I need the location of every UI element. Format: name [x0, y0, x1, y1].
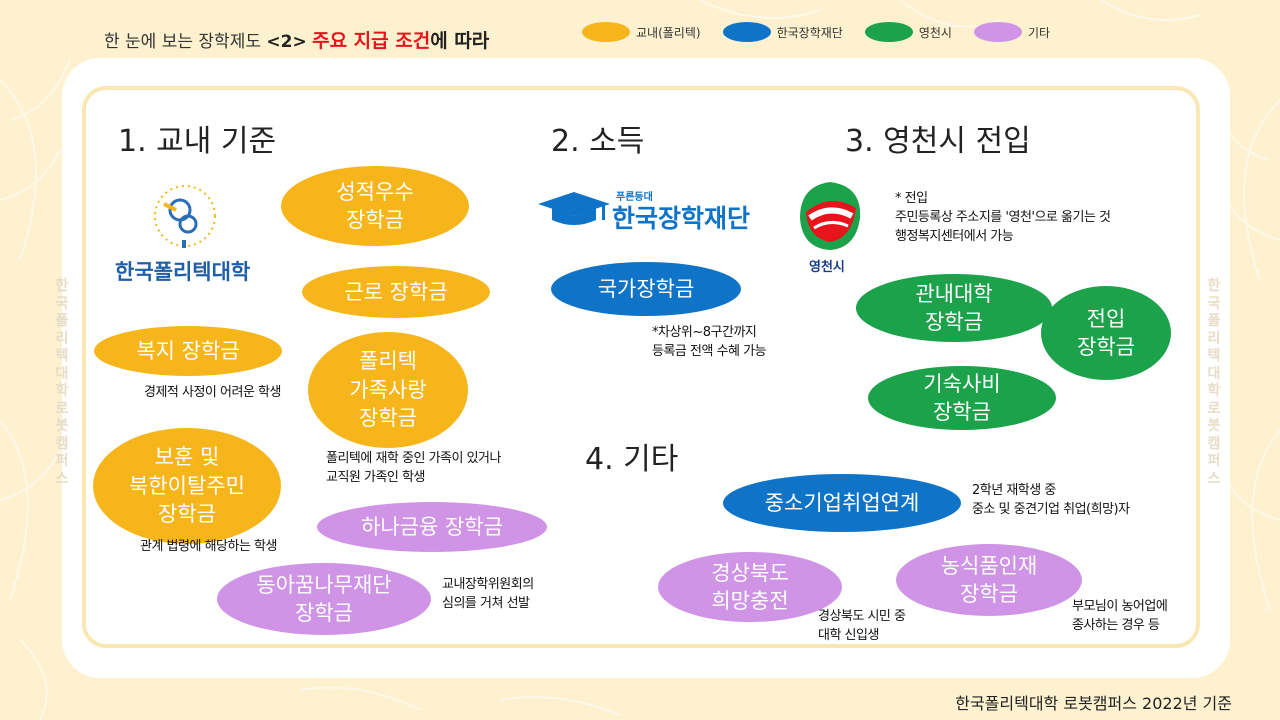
legend-item-other: 기타 — [973, 22, 1051, 42]
section-title-other: 4. 기타 — [585, 442, 679, 477]
note-family: 폴리텍에 재학 중인 가족이 있거나 교직원 가족인 학생 — [326, 451, 501, 485]
bubble-work-scholarship: 근로 장학금 — [302, 266, 490, 318]
bubble-agri-scholarship: 농식품인재 장학금 — [896, 544, 1082, 616]
side-watermark-left: 한국폴리텍대학로봇캠퍼스 — [55, 278, 69, 487]
legend-label: 영천시 — [918, 25, 952, 40]
legend-item-yeongcheon: 영천시 — [864, 22, 952, 42]
bubble-gyeongbuk-scholarship: 경상북도 희망충전 — [658, 552, 842, 622]
graduation-cap-icon — [538, 192, 610, 225]
bubble-dorm-scholarship: 기숙사비 장학금 — [868, 366, 1056, 430]
polytech-logo-text: 한국폴리텍대학 — [115, 260, 251, 284]
yeongcheon-logo-text: 영천시 — [809, 260, 845, 275]
legend-swatch-purple — [973, 22, 1022, 42]
bubble-sme-scholarship: 중소기업취업연계 — [723, 474, 961, 532]
note-move-in: * 전입 주민등록상 주소지를 '영천'으로 옮기는 것 행정복지센터에서 가능 — [895, 191, 1111, 244]
section-title-income: 2. 소득 — [551, 124, 645, 159]
legend-swatch-green — [864, 22, 913, 42]
content-panel-border — [82, 86, 1200, 648]
polytech-logo-icon — [154, 185, 216, 248]
page-header: 한 눈에 보는 장학제도 <2> 주요 지급 조건에 따라 — [104, 26, 489, 53]
bubble-veterans-scholarship: 보훈 및 북한이탈주민 장학금 — [93, 428, 281, 544]
section-title-campus: 1. 교내 기준 — [118, 124, 277, 159]
legend-swatch-yellow — [582, 22, 630, 42]
bubble-local-univ-scholarship: 관내대학 장학금 — [856, 274, 1052, 342]
legend-item-kosaf: 한국장학재단 — [722, 22, 843, 42]
legend-item-campus: 교내(폴리텍) — [582, 22, 701, 42]
legend-label: 교내(폴리텍) — [636, 25, 701, 40]
legend: 교내(폴리텍) 한국장학재단 영천시 기타 — [582, 22, 1072, 42]
note-agri: 부모님이 농어업에 종사하는 경우 등 — [1072, 599, 1168, 633]
footer-caption: 한국폴리텍대학 로봇캠퍼스 2022년 기준 — [955, 694, 1232, 713]
note-dongah: 교내장학위원회의 심의를 거쳐 선발 — [442, 577, 534, 611]
header-prefix: 한 눈에 보는 장학제도 — [104, 32, 267, 52]
bubble-welfare-scholarship: 복지 장학금 — [94, 326, 282, 376]
bubble-hana-scholarship: 하나금융 장학금 — [317, 502, 547, 552]
header-number: <2> — [266, 32, 307, 52]
legend-swatch-blue — [722, 22, 771, 42]
header-emphasis: 주요 지급 조건 — [312, 30, 431, 52]
note-sme: 2학년 재학생 중 중소 및 중견기업 취업(희망)자 — [972, 483, 1130, 517]
bubble-move-in-scholarship: 전입 장학금 — [1041, 286, 1171, 380]
legend-label: 한국장학재단 — [776, 25, 843, 40]
note-veterans: 관계 법령에 해당하는 학생 — [140, 539, 277, 554]
note-national: *차상위~8구간까지 등록금 전액 수혜 가능 — [652, 325, 767, 359]
note-gyeongbuk: 경상북도 시민 중 대학 신입생 — [818, 609, 906, 643]
bubble-merit-scholarship: 성적우수 장학금 — [281, 166, 469, 246]
kosaf-logo-text: 한국장학재단 — [612, 204, 751, 233]
kosaf-logo-subtext: 푸른등대 — [616, 192, 653, 203]
bubble-national-scholarship: 국가장학금 — [551, 262, 741, 316]
legend-label: 기타 — [1027, 25, 1051, 40]
header-suffix: 에 따라 — [430, 30, 490, 52]
yeongcheon-emblem-icon — [800, 182, 861, 250]
bubble-family-scholarship: 폴리텍 가족사랑 장학금 — [308, 332, 468, 448]
side-watermark-right: 한국폴리텍대학로봇캠퍼스 — [1207, 278, 1221, 487]
bubble-dongah-scholarship: 동아꿈나무재단 장학금 — [217, 563, 431, 635]
section-title-yeongcheon: 3. 영천시 전입 — [845, 124, 1031, 159]
note-welfare: 경제적 사정이 어려운 학생 — [144, 385, 281, 400]
